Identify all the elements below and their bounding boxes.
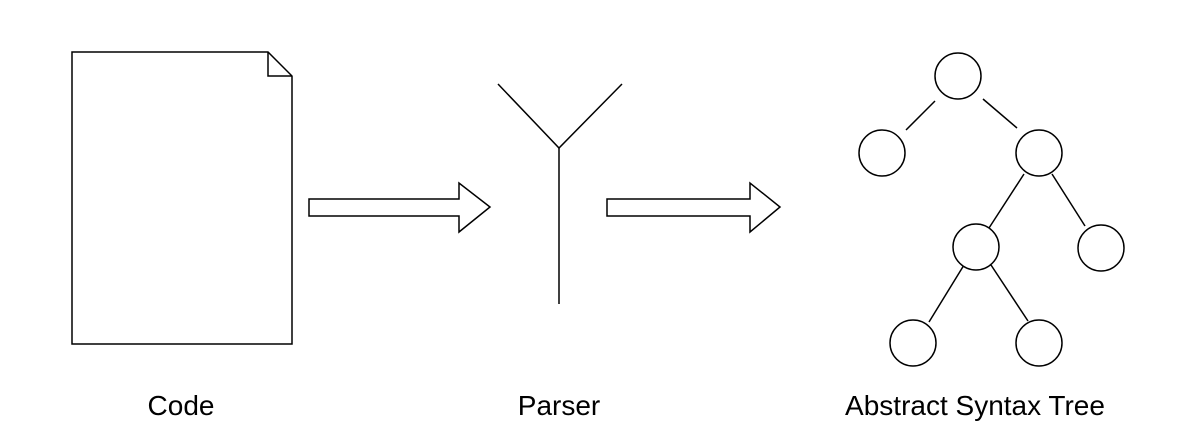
parser-label: Parser bbox=[518, 390, 600, 421]
ast-label: Abstract Syntax Tree bbox=[845, 390, 1105, 421]
parser-icon bbox=[497, 83, 623, 304]
document-icon bbox=[71, 51, 293, 345]
tree-node-right bbox=[1015, 129, 1063, 177]
tree-node-leaf-left bbox=[889, 319, 937, 367]
tree-node-right-left bbox=[952, 223, 1000, 271]
tree-node-right-right bbox=[1077, 224, 1125, 272]
arrow-right-icon bbox=[606, 181, 782, 234]
tree-node-root bbox=[934, 52, 982, 100]
arrow-right-icon bbox=[308, 181, 492, 234]
code-label: Code bbox=[148, 390, 215, 421]
tree-node-left bbox=[858, 129, 906, 177]
tree-icon bbox=[858, 52, 1125, 367]
tree-node-leaf-right bbox=[1015, 319, 1063, 367]
tree-edges bbox=[905, 98, 1086, 323]
